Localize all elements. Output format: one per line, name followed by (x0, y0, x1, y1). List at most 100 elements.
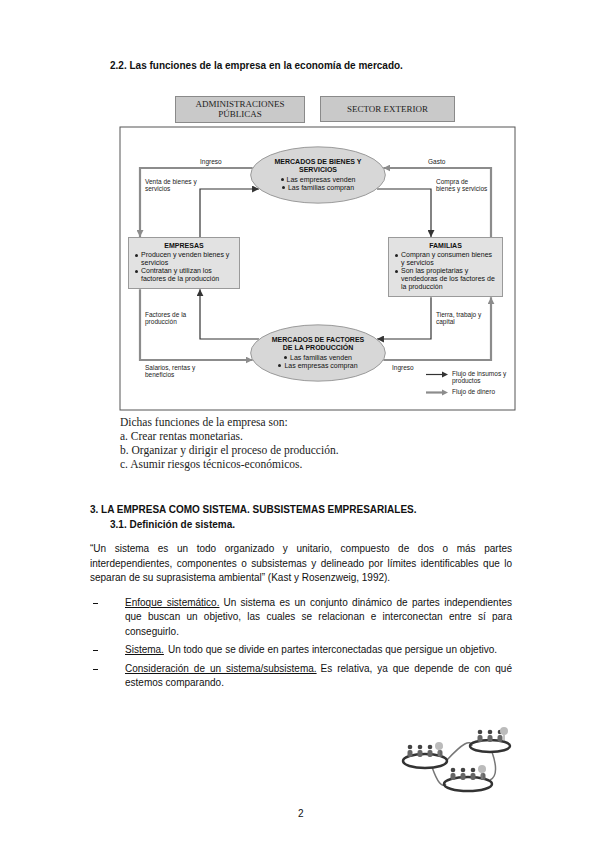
bullet-text: Contratan y utilizan los factores de la … (141, 267, 219, 282)
person-body (471, 773, 476, 780)
text: 2 (298, 808, 304, 819)
legend-sample (425, 371, 449, 378)
tree-crown (500, 727, 508, 735)
bullet-dot (281, 178, 284, 181)
bullet-dot (278, 364, 281, 367)
node-text: SECTOR EXTERIOR (347, 104, 428, 114)
quote-paragraph: “Un sistema es un todo organizado y unit… (90, 542, 512, 586)
text: a. Crear rentas monetarias. (120, 430, 243, 442)
bullet-paragraph: Sistema. Un todo que se divide en partes … (90, 643, 512, 658)
bullet-item: Las familias venden (270, 354, 366, 362)
node-heading: EMPRESAS (134, 242, 234, 250)
term: Sistema. (125, 644, 164, 655)
bullet-item: Compran y consumen bienes y servicios (394, 251, 497, 267)
person-body (418, 750, 423, 757)
person-body (488, 735, 493, 742)
bullet-item: Las familias compran (270, 184, 366, 192)
sector-box: ADMINISTRACIONES PÚBLICAS (175, 96, 305, 123)
tree-trunk (504, 735, 505, 741)
page-number: 2 (298, 808, 304, 819)
bullet-dot (284, 356, 287, 359)
text: 3. LA EMPRESA COMO SISTEMA. SUBSISTEMAS … (90, 504, 417, 515)
person-body (428, 750, 433, 757)
tree-crown (478, 765, 486, 773)
bullet-text: Las familias compran (288, 184, 354, 191)
person-head (471, 768, 476, 773)
person-body (481, 773, 486, 780)
sample-head (442, 372, 448, 378)
text: b. Organizar y dirigir el proceso de pro… (120, 444, 339, 456)
node-heading: MERCADOS DE BIENES Y SERVICIOS (270, 158, 366, 174)
bullet-dot (395, 270, 398, 273)
ellipse-shape (251, 325, 386, 381)
bullet-item: Producen y venden bienes y servicios (134, 251, 234, 267)
bullet-item: Son las propietarias y vendedoras de los… (394, 267, 497, 291)
person-head (418, 745, 423, 750)
flow-label: Venta de bienes y servicios (145, 178, 197, 193)
sample-head (442, 389, 448, 395)
bullet-dot (135, 270, 138, 273)
ellipse-shape (251, 147, 386, 203)
market-ellipse: MERCADOS DE FACTORES DE LA PRODUCCIÓN Las… (250, 324, 386, 382)
bullet-dot (135, 254, 138, 257)
bullet-paragraph: Enfoque sistemático.Un sistema es un con… (90, 596, 512, 640)
flow-label: Ingreso (200, 158, 240, 165)
node-text: ADMINISTRACIONES PÚBLICAS (180, 99, 300, 120)
person-head (461, 768, 466, 773)
tree-trunk (439, 750, 440, 756)
bullet-dot (395, 254, 398, 257)
legend-row: Flujo de insumos y productos (425, 370, 511, 385)
term: Enfoque sistemático. (125, 597, 219, 608)
node-heading: ADMINISTRACIONES PÚBLICAS (180, 99, 300, 120)
intro-text: Dichas funciones de la empresa son: (120, 416, 288, 429)
person-head (428, 745, 433, 750)
bullet-text: Producen y venden bienes y servicios (141, 251, 229, 266)
person-body (461, 773, 466, 780)
money-flow-arrow (140, 289, 253, 360)
node-text: MERCADOS DE FACTORES DE LA PRODUCCIÓN Las… (270, 336, 366, 369)
section-heading: 3. LA EMPRESA COMO SISTEMA. SUBSISTEMAS … (90, 503, 512, 518)
people-figures (408, 727, 509, 780)
text: Dichas funciones de la empresa son: (120, 416, 288, 428)
flow-label: Factores de la producción (145, 311, 198, 326)
legend-sample (425, 389, 449, 396)
ellipse-outline (250, 324, 386, 382)
bullet-dash (93, 650, 98, 651)
text: c. Asumir riesgos técnicos-económicos. (120, 458, 302, 470)
person-body (478, 735, 483, 742)
term: Consideración de un sistema/subsistema. (125, 663, 317, 674)
money-flow-arrow (383, 168, 491, 237)
bullet-paragraph: Consideración de un sistema/subsistema.E… (90, 662, 512, 691)
market-ellipse: MERCADOS DE BIENES Y SERVICIOSLas empres… (250, 146, 386, 204)
bullet-text: Son las propietarias y vendedoras de los… (401, 267, 495, 290)
person-head (451, 768, 456, 773)
bullet-dot (282, 186, 285, 189)
goods-flow-arrow (200, 289, 259, 339)
section-heading: 2.2. Las funciones de la empresa en la e… (110, 60, 403, 71)
legend: Flujo de insumos y productosFlujo de din… (425, 370, 511, 399)
flow-label: Ingreso (392, 364, 422, 371)
link-line (447, 743, 472, 760)
tree-trunk (482, 773, 483, 779)
sample-line (426, 374, 443, 375)
text: “Un sistema es un todo organizado y unit… (90, 543, 512, 583)
person-head (408, 745, 413, 750)
node-heading: MERCADOS DE FACTORES DE LA PRODUCCIÓN (270, 336, 366, 352)
text: Un todo que se divide en partes intercon… (168, 644, 497, 655)
bullet-text: Las familias venden (290, 354, 352, 361)
node-heading: FAMILIAS (394, 242, 497, 250)
bullet-text: Las empresas compran (284, 362, 357, 369)
agent-box: FAMILIASCompran y consumen bienes y serv… (388, 237, 503, 297)
network-illustration (403, 740, 510, 791)
legend-text: Flujo de insumos y productos (452, 370, 511, 385)
link-line (490, 752, 496, 780)
bullet-item: Las empresas compran (270, 362, 366, 370)
person-body (451, 773, 456, 780)
list-item: b. Organizar y dirigir el proceso de pro… (120, 444, 339, 457)
money-flow-arrow (383, 297, 491, 360)
goods-flow-arrow (200, 189, 259, 237)
flow-label: Compra de bienes y servicios (436, 178, 488, 193)
subsection-heading: 3.1. Definición de sistema. (90, 518, 512, 533)
